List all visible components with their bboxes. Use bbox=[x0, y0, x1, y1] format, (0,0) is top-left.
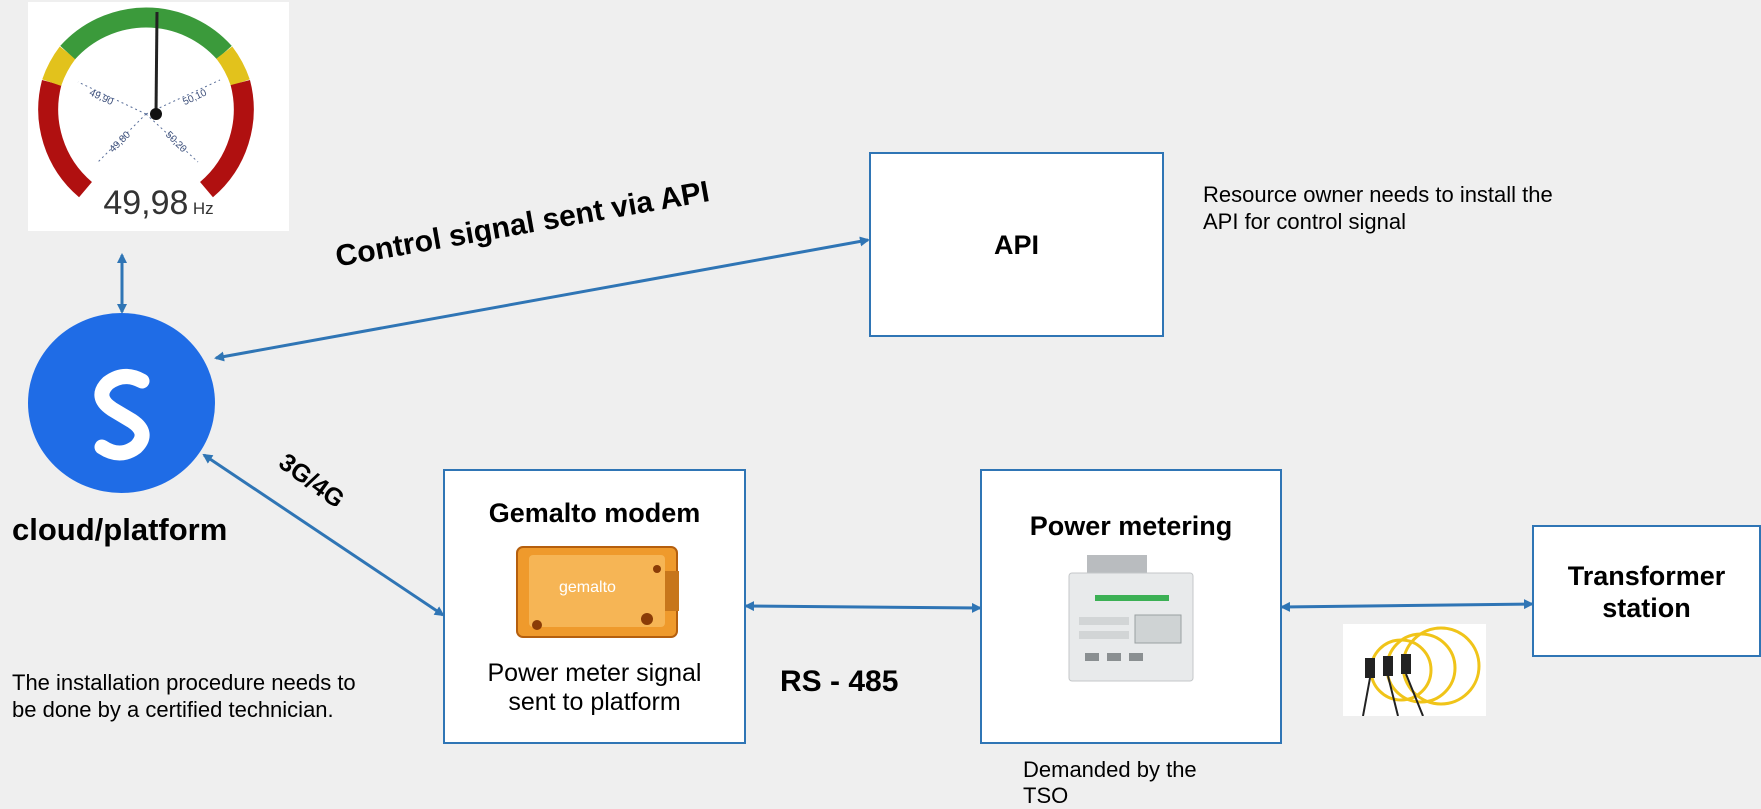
api-box: API bbox=[869, 152, 1164, 337]
modem-device-image: gemalto bbox=[507, 541, 685, 645]
modem-caption: Power meter signal sent to platform bbox=[445, 659, 744, 717]
transformer-station-box: Transformer station bbox=[1532, 525, 1761, 657]
tick-5020: 50,20 bbox=[163, 129, 189, 155]
modem-meter-arrow bbox=[744, 601, 982, 613]
power-metering-note-line-2: TSO bbox=[1023, 783, 1069, 808]
transformer-station-line-2: station bbox=[1602, 593, 1691, 623]
power-metering-box: Power metering bbox=[980, 469, 1282, 744]
meter-transformer-arrow bbox=[1280, 599, 1534, 612]
modem-box-title: Gemalto modem bbox=[488, 498, 701, 528]
power-meter-image bbox=[1065, 555, 1197, 683]
transformer-station-line-1: Transformer bbox=[1567, 561, 1726, 591]
cloud-modem-arrow bbox=[202, 453, 445, 617]
gauge-needle bbox=[154, 11, 159, 115]
gauge-unit: Hz bbox=[192, 199, 214, 218]
gauge-red-left bbox=[38, 80, 93, 198]
gauge-value: 49,98 bbox=[103, 184, 189, 222]
gauge-dial: 49,90 50,10 49,80 50,20 bbox=[38, 7, 254, 198]
transformer-station-label: Transformer station bbox=[1534, 560, 1759, 624]
tick-4990: 49,90 bbox=[87, 87, 115, 108]
cloud-platform-icon bbox=[28, 313, 215, 493]
installation-note-line-1: The installation procedure needs to bbox=[12, 670, 356, 695]
serial-link-label: RS - 485 bbox=[780, 665, 899, 698]
platform-logo-icon bbox=[94, 369, 150, 461]
power-metering-note-line-1: Demanded by the bbox=[1023, 757, 1197, 782]
current-clamps-image bbox=[1343, 624, 1486, 717]
tick-5010: 50,10 bbox=[181, 87, 209, 108]
gauge-red-right bbox=[199, 80, 254, 198]
api-note: Resource owner needs to install the API … bbox=[1203, 181, 1553, 235]
api-note-line-2: API for control signal bbox=[1203, 209, 1406, 234]
modem-brand: gemalto bbox=[559, 579, 616, 596]
api-box-title: API bbox=[993, 230, 1039, 260]
gauge-hub bbox=[150, 108, 162, 120]
current-clamps-shape bbox=[1362, 626, 1481, 717]
modem-device-shape bbox=[516, 546, 679, 638]
modem-caption-line-2: sent to platform bbox=[508, 688, 681, 716]
cloud-api-arrow bbox=[214, 236, 870, 362]
modem-caption-line-1: Power meter signal bbox=[487, 659, 702, 687]
installation-note-line-2: be done by a certified technician. bbox=[12, 697, 334, 722]
modem-box: Gemalto modem gemalto Power meter signal… bbox=[443, 469, 746, 744]
gauge-green-arc bbox=[60, 7, 232, 60]
installation-note: The installation procedure needs to be d… bbox=[12, 669, 356, 723]
power-metering-title: Power metering bbox=[1029, 511, 1233, 541]
cloud-label: cloud/platform bbox=[12, 512, 228, 547]
gauge-readout: 49,98 Hz bbox=[28, 184, 289, 223]
power-metering-note: Demanded by the TSO bbox=[1023, 757, 1197, 809]
tick-4980: 49,80 bbox=[107, 129, 133, 155]
api-note-line-1: Resource owner needs to install the bbox=[1203, 182, 1553, 207]
frequency-gauge: 49,90 50,10 49,80 50,20 49,98 Hz bbox=[28, 2, 289, 231]
power-meter-shape bbox=[1068, 555, 1194, 682]
